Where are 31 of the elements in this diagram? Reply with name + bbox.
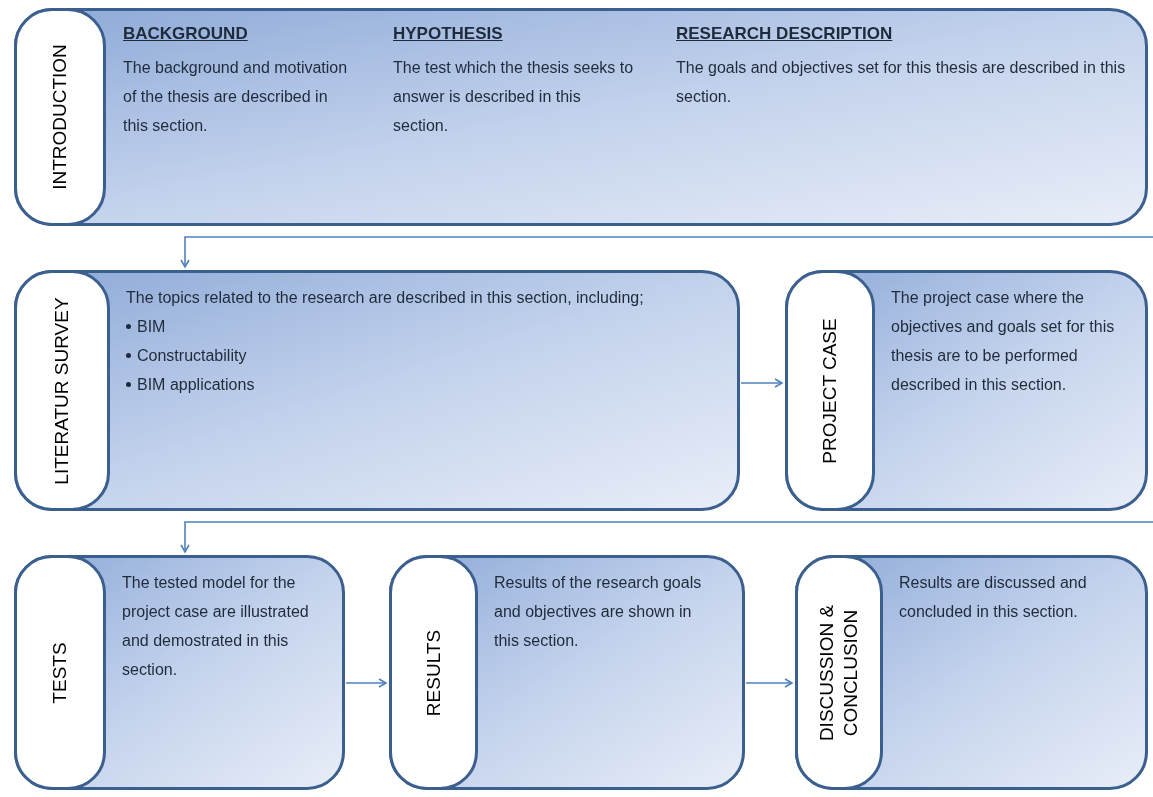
- arrow: [180, 236, 1153, 268]
- section-title: LITERATUR SURVEY: [50, 295, 73, 487]
- arrow: [740, 378, 783, 388]
- section-box: [389, 555, 745, 790]
- section-box: [14, 555, 345, 790]
- arrow: [745, 678, 793, 688]
- description-text: The project case where the objectives and goals set for this thesis are to be performed described in this section.: [891, 288, 1116, 395]
- bullet-item: Constructability: [126, 341, 666, 370]
- section-title: TESTS: [48, 640, 71, 706]
- section-box: [795, 555, 1148, 790]
- section-box: [14, 270, 740, 511]
- section-title: PROJECT CASE: [818, 316, 841, 466]
- description-text: The test which the thesis seeks to answer is described in this section.: [393, 58, 635, 136]
- section-heading: RESEARCH DESCRIPTION: [676, 23, 894, 45]
- section-box: [785, 270, 1148, 511]
- bullet-item: BIM: [126, 312, 666, 341]
- description-text: The background and motivation of the thesis are described in this section.: [123, 58, 348, 136]
- description-text: The topics related to the research are described in this section, including;: [126, 288, 645, 308]
- description-text: The tested model for the project case are illustrated and demostrated in this section.: [122, 573, 310, 680]
- description-text: Results of the research goals and objectives are shown in this section.: [494, 573, 703, 651]
- section-heading: BACKGROUND: [123, 23, 249, 45]
- section-title: DISCUSSION & CONCLUSION: [815, 603, 862, 743]
- section-heading: HYPOTHESIS: [393, 23, 504, 45]
- bullet-item: BIM applications: [126, 370, 666, 399]
- section-title: INTRODUCTION: [48, 43, 71, 192]
- description-text: Results are discussed and concluded in this section.: [899, 573, 1088, 622]
- arrow: [345, 678, 387, 688]
- section-title: RESULTS: [421, 628, 445, 718]
- section-box: [14, 8, 1148, 226]
- arrow: [180, 521, 1153, 553]
- description-text: The goals and objectives set for this thesis are described in this section.: [676, 58, 1126, 107]
